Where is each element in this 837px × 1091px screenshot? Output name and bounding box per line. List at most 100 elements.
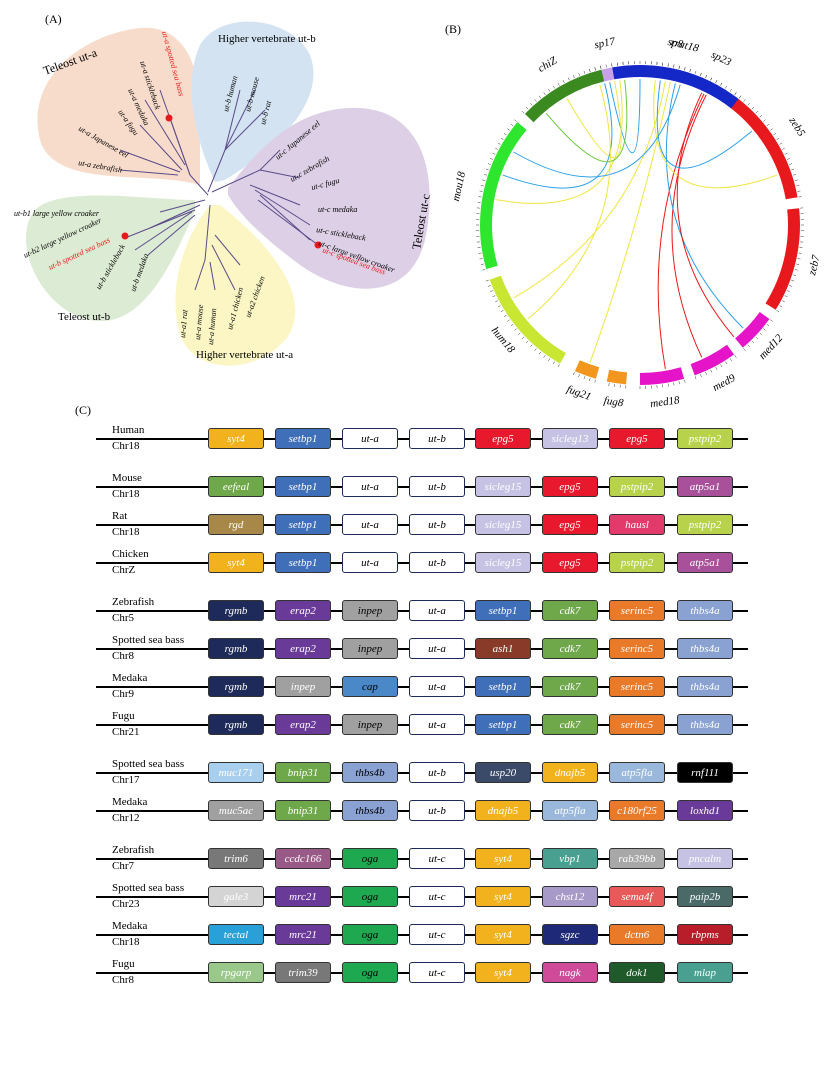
- gene-box: epg5: [475, 428, 531, 449]
- axis-tick: [600, 65, 602, 69]
- gene-box: ut-a: [342, 428, 398, 449]
- axis-tick: [497, 142, 501, 145]
- axis-tick: [552, 85, 555, 89]
- group-higher-vert-ut-b-blob: [191, 21, 314, 182]
- chromosome-label: zeb5: [786, 114, 808, 139]
- axis-tick: [510, 123, 514, 127]
- chromosome-label: Chr7: [112, 860, 134, 872]
- chromosome-segment: [690, 344, 735, 376]
- axis-tick: [759, 332, 763, 335]
- gene-box: syt4: [475, 962, 531, 983]
- gene-box: setbp1: [275, 476, 331, 497]
- gene-box: dctn6: [609, 924, 665, 945]
- gene-box: oga: [342, 886, 398, 907]
- axis-tick: [782, 147, 785, 150]
- synteny-link: [589, 82, 671, 363]
- gene-box: erap2: [275, 714, 331, 735]
- chromosome-segment: [606, 369, 628, 385]
- gene-box: rgd: [208, 514, 264, 535]
- synteny-link: [609, 78, 641, 154]
- gene-box: epg5: [609, 428, 665, 449]
- gene-box: erap2: [275, 600, 331, 621]
- gene-box: setbp1: [475, 714, 531, 735]
- axis-tick: [779, 305, 783, 308]
- axis-tick: [773, 133, 777, 136]
- group-teleost-ut-a-blob: [37, 27, 200, 185]
- gene-box: thbs4a: [677, 600, 733, 621]
- gene-box: serinc5: [609, 714, 665, 735]
- gene-box: syt4: [208, 552, 264, 573]
- gene-box: dnajb5: [475, 800, 531, 821]
- gene-box: cdk7: [542, 600, 598, 621]
- axis-tick: [525, 106, 529, 110]
- chromosome-segment: [640, 367, 685, 385]
- chromosome-label: Chr5: [112, 612, 134, 624]
- chromosome-label: Chr18: [112, 488, 140, 500]
- axis-tick: [507, 128, 510, 131]
- axis-tick: [678, 65, 680, 69]
- axis-tick: [791, 279, 795, 282]
- axis-tick: [710, 77, 713, 81]
- gene-box: rgmb: [208, 600, 264, 621]
- axis-tick: [500, 310, 504, 313]
- gene-box: syt4: [475, 886, 531, 907]
- axis-tick: [497, 305, 501, 308]
- axis-tick: [797, 190, 801, 192]
- axis-tick: [611, 63, 613, 67]
- chromosome-label: Chr8: [112, 650, 134, 662]
- panel-label-c: (C): [75, 403, 91, 417]
- panel-label-b: (B): [445, 22, 461, 36]
- axis-tick: [492, 295, 496, 298]
- gene-box: inpep: [342, 638, 398, 659]
- gene-box: gale3: [208, 886, 264, 907]
- gene-box: bnip31: [275, 800, 331, 821]
- panel-label-a: (A): [45, 12, 62, 26]
- axis-tick: [495, 300, 498, 303]
- gene-box: pstpip2: [677, 514, 733, 535]
- species-label: Chicken: [112, 548, 149, 560]
- axis-tick: [517, 332, 521, 335]
- axis-tick: [478, 196, 482, 198]
- gene-box: atp5fla: [542, 800, 598, 821]
- tree-branches: [119, 89, 319, 291]
- axis-tick: [793, 274, 797, 276]
- gene-box: cdk7: [542, 638, 598, 659]
- axis-tick: [789, 163, 793, 165]
- species-label: Medaka: [112, 672, 148, 684]
- chromosome-label: med12: [757, 332, 786, 362]
- gene-box: loxhd1: [677, 800, 733, 821]
- axis-tick: [720, 364, 723, 368]
- axis-tick: [557, 364, 560, 368]
- axis-tick: [589, 378, 591, 382]
- axis-tick: [784, 295, 788, 298]
- gene-box: sema4f: [609, 886, 665, 907]
- species-label: Fugu: [112, 958, 135, 970]
- chromosome-label: sp23: [709, 49, 733, 69]
- chromosome-label: hum18: [489, 325, 518, 356]
- axis-tick: [480, 185, 484, 187]
- axis-tick: [667, 63, 669, 67]
- axis-tick: [789, 285, 793, 287]
- gene-box: ut-a: [409, 714, 465, 735]
- axis-tick: [766, 123, 770, 127]
- gene-box: pncalm: [677, 848, 733, 869]
- gene-box: bnip31: [275, 762, 331, 783]
- gene-box: syt4: [475, 924, 531, 945]
- axis-tick: [794, 179, 798, 181]
- gene-box: ut-b: [409, 800, 465, 821]
- axis-tick: [485, 168, 489, 171]
- chromosome-label: Chr18: [112, 526, 140, 538]
- axis-tick: [521, 110, 525, 114]
- chromosome-label: rrat18: [670, 36, 701, 55]
- axis-tick: [747, 102, 750, 106]
- leaf-label: ut-c medaka: [318, 205, 357, 214]
- gene-box: ccdc166: [275, 848, 331, 869]
- leaf-label: ut-a human: [206, 308, 218, 345]
- axis-tick: [798, 196, 802, 198]
- species-label: Medaka: [112, 796, 148, 808]
- axis-tick: [487, 163, 491, 165]
- gene-box: ut-a: [342, 476, 398, 497]
